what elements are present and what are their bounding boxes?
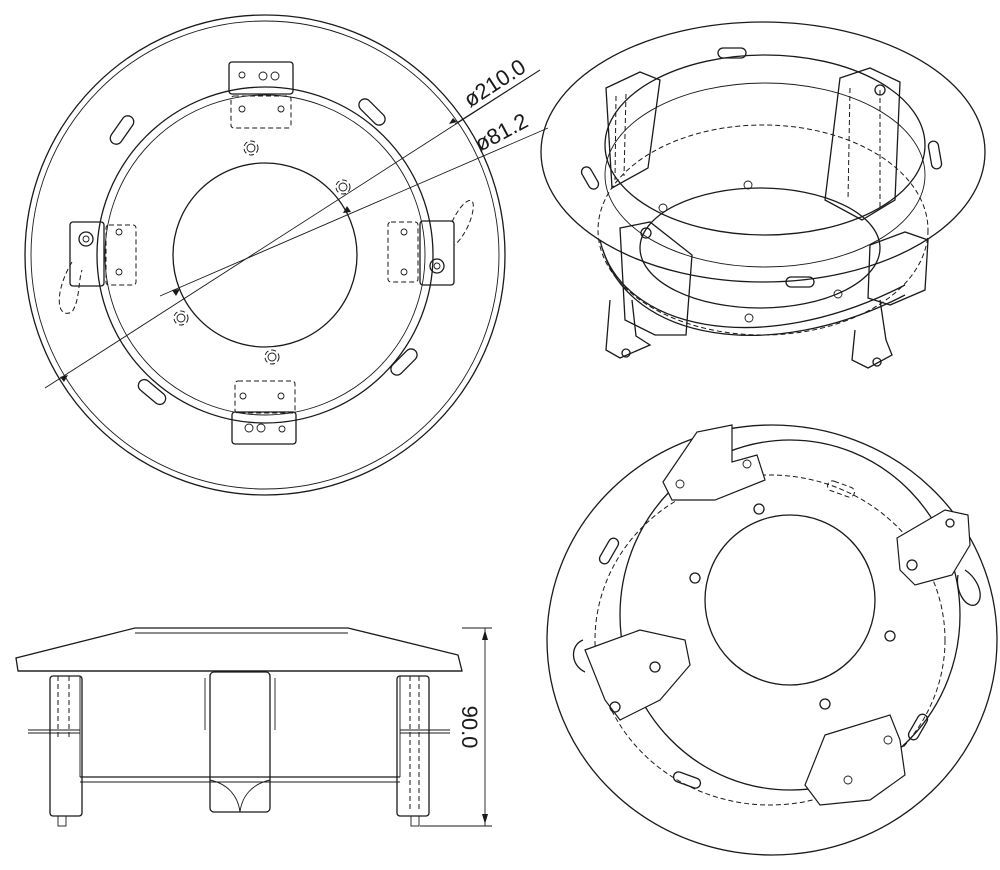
- dimension-lines: [44, 69, 549, 389]
- bracket-left: [58, 221, 137, 314]
- mounting-slots: [109, 98, 418, 406]
- inner-diameter-label: ø81.2: [471, 108, 532, 156]
- bracket-top: [228, 61, 294, 129]
- iso-view: [540, 21, 986, 369]
- bracket-bottom: [231, 380, 297, 445]
- bracket-right: [387, 199, 474, 286]
- side-view: 90.0: [15, 627, 492, 827]
- bottom-iso-view: [546, 424, 998, 856]
- bottom-center-hole: [704, 514, 876, 686]
- top-view: ø210.0 ø81.2: [24, 14, 549, 496]
- height-label: 90.0: [457, 706, 482, 749]
- center-hole: [172, 162, 358, 348]
- iso-center-hole: [639, 187, 881, 309]
- screw-holes: [173, 140, 351, 365]
